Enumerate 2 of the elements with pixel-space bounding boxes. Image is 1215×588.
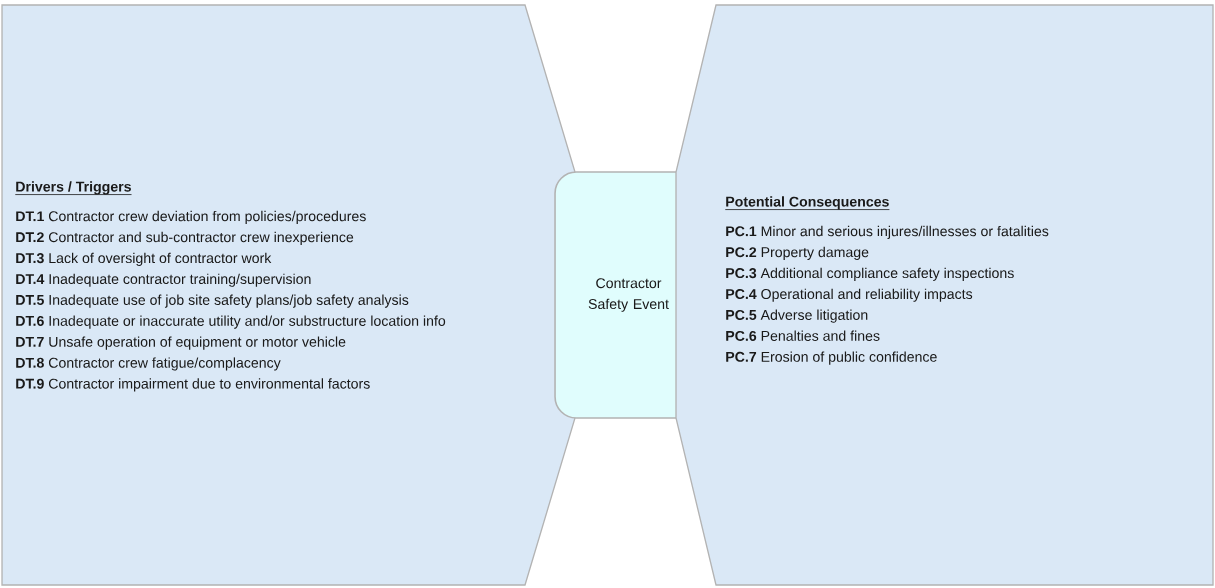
band: Potential Consequences PC.1 Minor and serious injures/illnesses or fatalities PC.2 Property damage PC.3 Additional compliance safety inspections PC.4 Operational and reliability impacts PC.5 Adverse litigation PC.6 Penalties and fines PC.7 Erosion of public confidence	[675, 4, 1214, 586]
band: Drivers / Triggers DT.1 Contractor crew deviation from policies/procedures DT.2 Contractor and sub-contractor crew inexperience DT.3 Lack of oversight of contractor work DT.4 Inadequate contractor training/supervision DT.5 Inadequate use of job site safety plans/job safety analysis DT.6 Inadequate or inaccurate utility and/or substructure location info DT.7 Unsafe operation of equipment or motor vehicle DT.8 Contractor crew fatigue/complacency DT.9 Contractor impairment due to environmental factors	[1, 4, 576, 586]
